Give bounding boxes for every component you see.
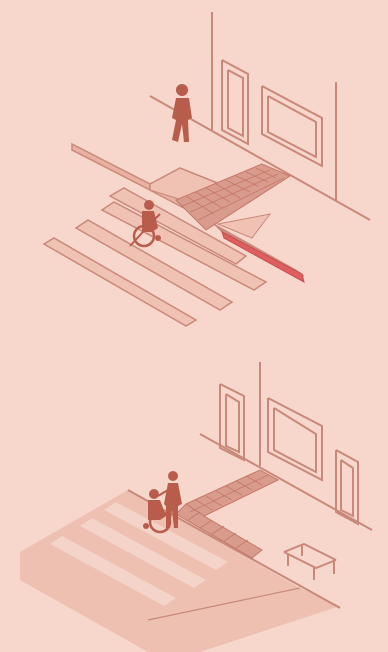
illustration-canvas <box>0 0 388 652</box>
